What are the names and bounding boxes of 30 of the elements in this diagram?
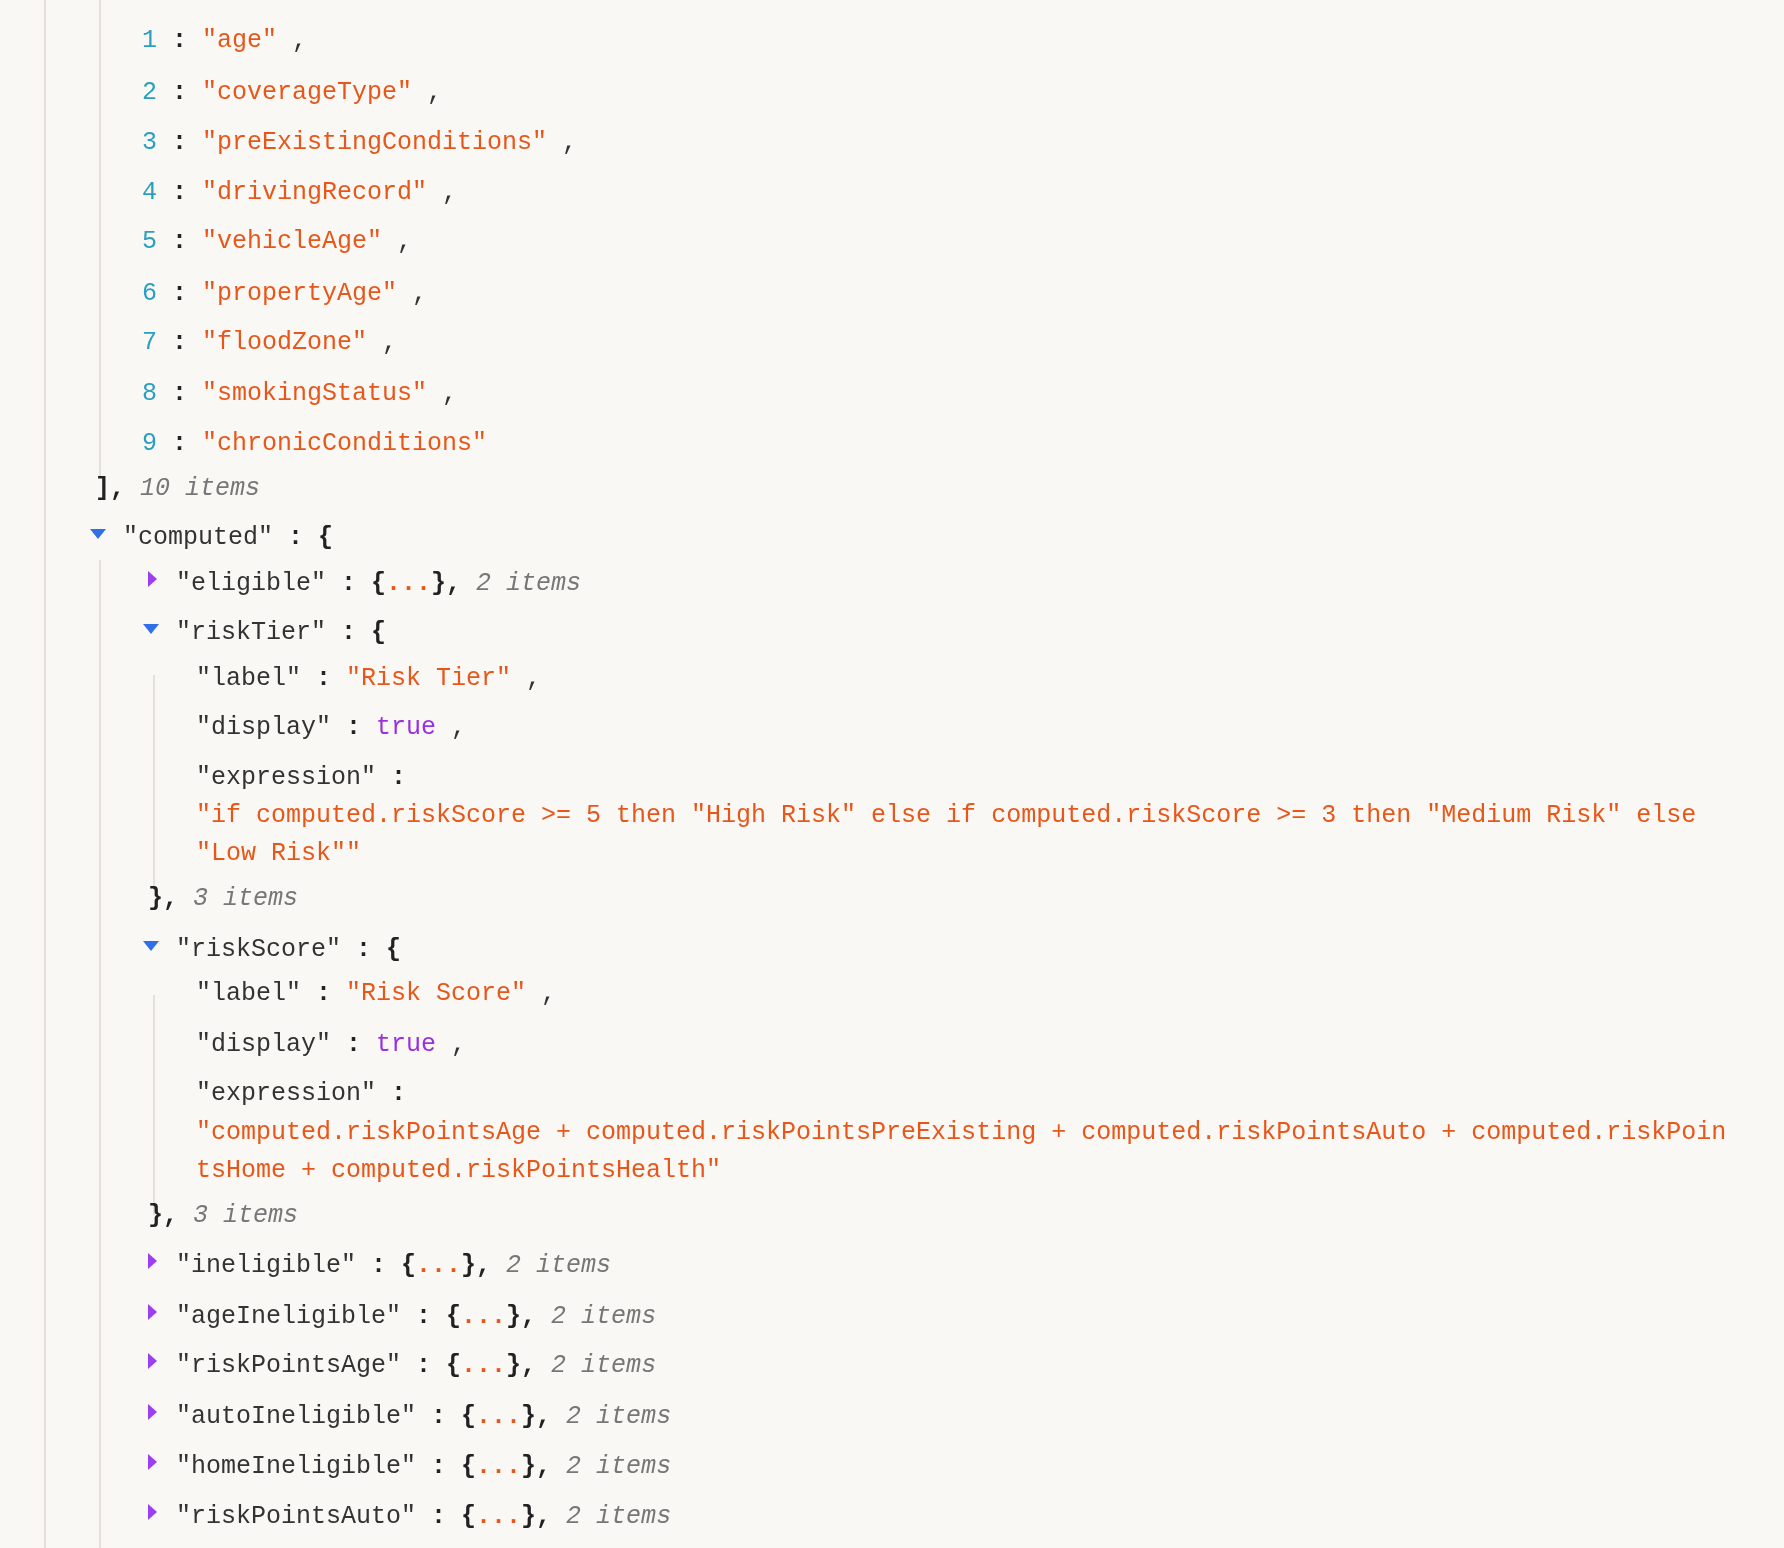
expression-value: "computed.riskPointsAge + computed.riskPointsPreExisting + computed.riskPointsAuto + computed.riskPointsHome + computed.riskPointsHealth" [196, 1117, 1728, 1187]
code-line: ], 10 items [95, 473, 261, 505]
code-line: "label" : "Risk Tier" , [196, 663, 542, 695]
code-line: "riskTier" : { [176, 617, 387, 649]
code-line: 6 : "propertyAge" , [142, 278, 428, 310]
code-line: 8 : "smokingStatus" , [142, 378, 458, 410]
code-line: 5 : "vehicleAge" , [142, 226, 413, 258]
code-line: }, 3 items [148, 883, 299, 915]
code-line: "riskPointsAge" : {...}, 2 items [176, 1350, 657, 1382]
code-line: "display" : true , [196, 1029, 467, 1061]
code-line: "computed" : { [123, 522, 334, 554]
code-line: 2 : "coverageType" , [142, 77, 443, 109]
code-line: "riskScore" : { [176, 934, 402, 966]
code-line: "expression" : [196, 762, 407, 794]
code-line: 1 : "age" , [142, 25, 308, 57]
code-line: 9 : "chronicConditions" [142, 428, 488, 460]
code-line: 4 : "drivingRecord" , [142, 177, 458, 209]
code-line: "riskPointsAuto" : {...}, 2 items [176, 1501, 672, 1533]
code-line: "homeIneligible" : {...}, 2 items [176, 1451, 672, 1483]
code-line: "label" : "Risk Score" , [196, 978, 557, 1010]
code-line: "expression" : [196, 1078, 407, 1110]
expression-value: "if computed.riskScore >= 5 then "High Risk" else if computed.riskScore >= 3 then "Medium Risk" else "Low Risk"" [196, 800, 1698, 870]
code-line: "ageIneligible" : {...}, 2 items [176, 1301, 657, 1333]
code-line: "eligible" : {...}, 2 items [176, 568, 582, 600]
code-line: 7 : "floodZone" , [142, 327, 398, 359]
code-line: "ineligible" : {...}, 2 items [176, 1250, 612, 1282]
code-line: "display" : true , [196, 712, 467, 744]
code-line: "autoIneligible" : {...}, 2 items [176, 1401, 672, 1433]
code-line: 3 : "preExistingConditions" , [142, 127, 578, 159]
code-line: }, 3 items [148, 1200, 299, 1232]
